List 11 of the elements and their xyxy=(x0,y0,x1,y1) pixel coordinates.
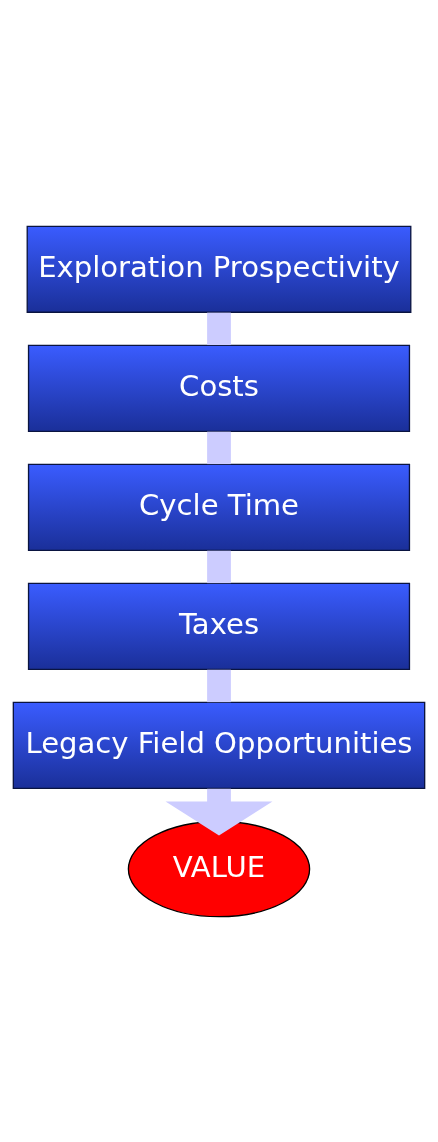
connector xyxy=(207,669,231,702)
node-box: Exploration Prospectivity xyxy=(26,225,412,313)
arrow xyxy=(165,788,273,835)
node-box: Costs xyxy=(27,344,411,432)
connector xyxy=(207,312,231,345)
node-box: Cycle Time xyxy=(27,463,411,551)
node-box: Taxes xyxy=(27,582,411,670)
connector xyxy=(207,550,231,583)
node-box: Legacy Field Opportunities xyxy=(12,701,426,789)
node-ellipse: VALUE xyxy=(127,820,311,917)
connector xyxy=(207,431,231,464)
